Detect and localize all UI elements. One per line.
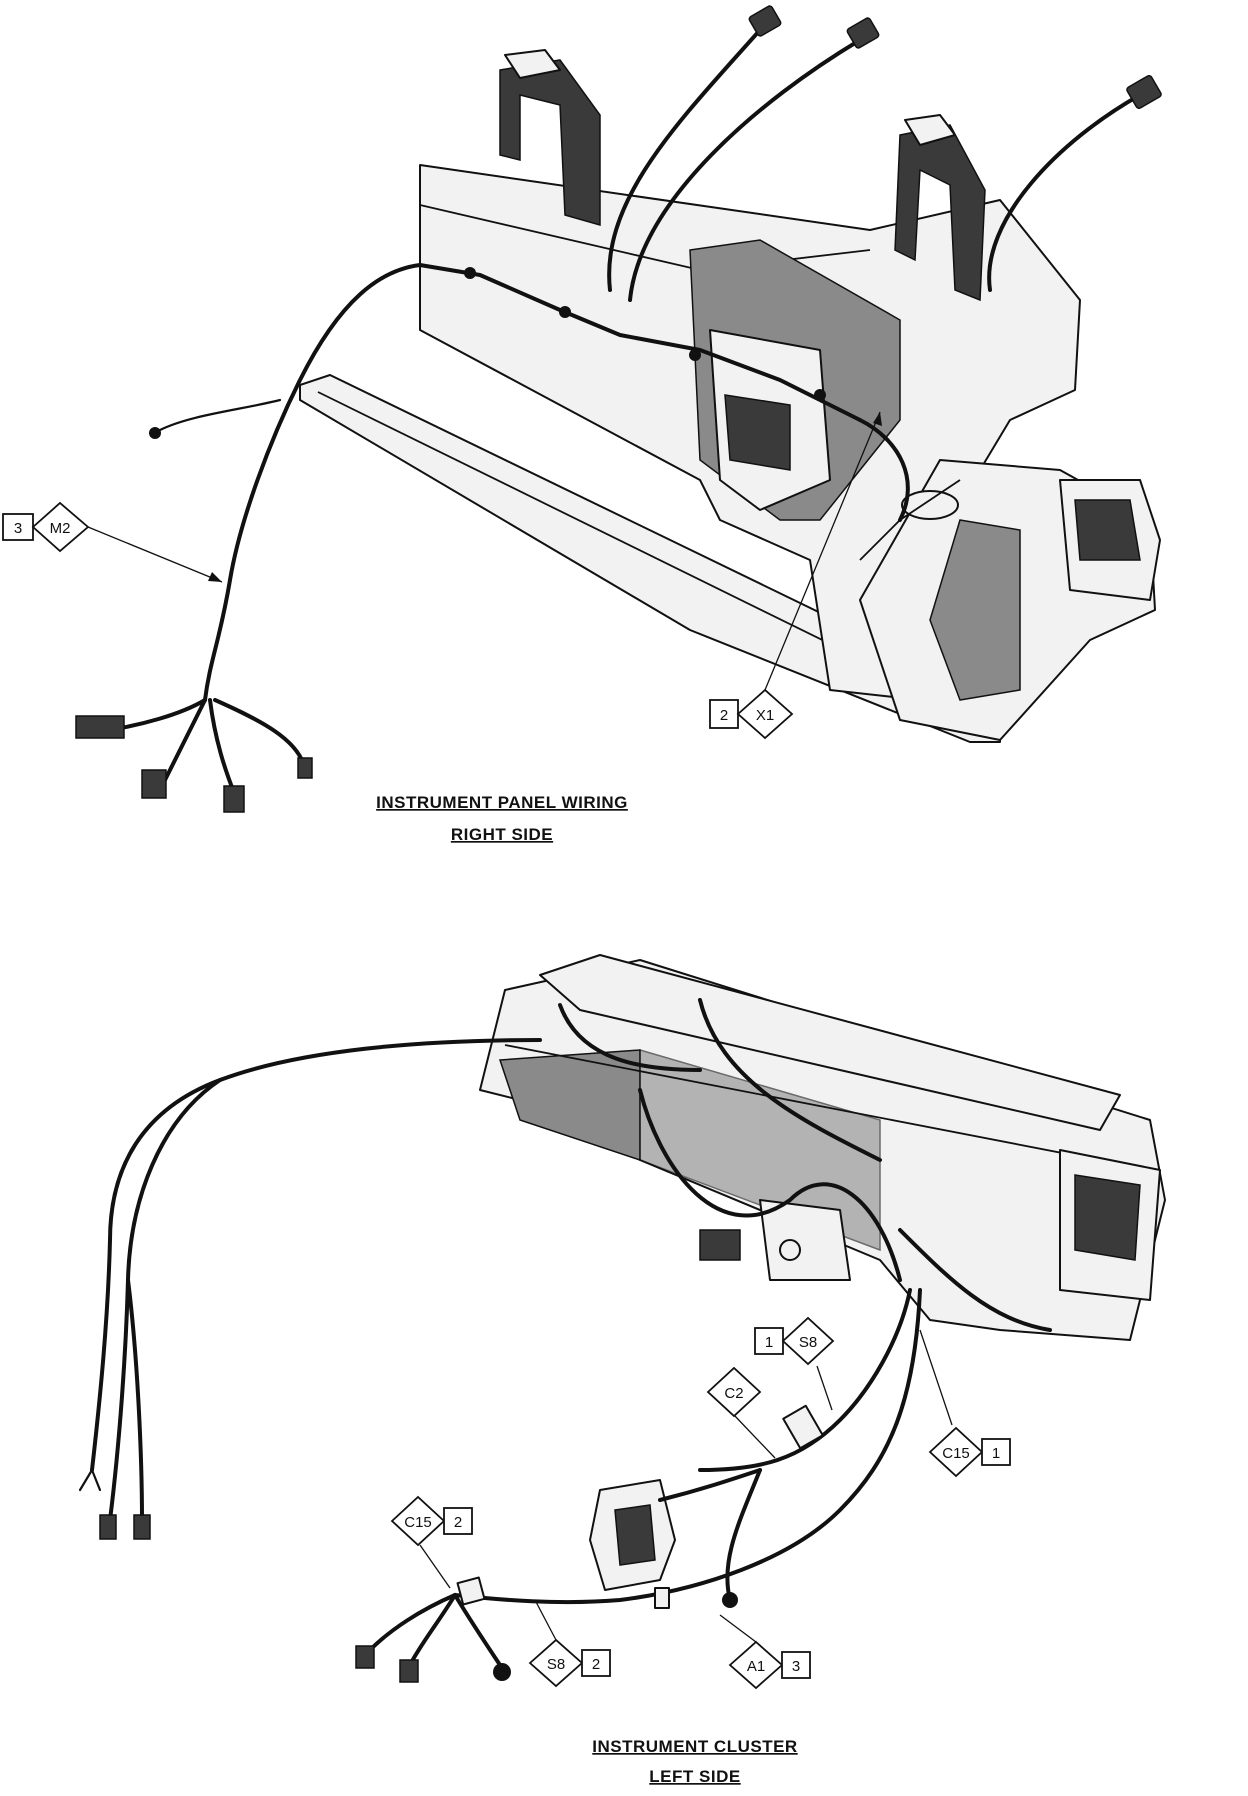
callout-c15-2-number-box	[443, 1507, 473, 1535]
harness-connector-small-3	[297, 757, 313, 779]
callout-x1-diamond	[736, 688, 794, 740]
lower-connector-1	[355, 1645, 375, 1669]
callout-a1-code: A1	[747, 1658, 765, 1675]
harness-connector-top-3	[1126, 74, 1162, 110]
left-upright-bracket	[499, 59, 601, 226]
callout-s8-1-code: S8	[799, 1334, 817, 1351]
callout-c15-2-number: 2	[454, 1514, 462, 1531]
cluster-lower-harness	[698, 1288, 912, 1472]
callout-c15-1-number-box	[981, 1438, 1011, 1466]
callout-a1: A1 3	[719, 1614, 811, 1690]
callout-c15-1: C15 1	[919, 1329, 1011, 1478]
instrument-panel-illustration	[75, 5, 1162, 813]
callout-c15-1-number: 1	[992, 1445, 1000, 1462]
callout-s8-2-code: S8	[547, 1656, 565, 1673]
harness-end-connector-1	[99, 1514, 117, 1540]
harness-connector-top-1	[748, 5, 782, 37]
callout-m2-diamond	[31, 501, 90, 553]
callout-a1-number-box	[781, 1651, 811, 1679]
instrument-cluster-illustration	[78, 954, 1166, 1683]
ground-eyelet	[149, 427, 161, 439]
blower-motor	[901, 490, 959, 520]
callout-a1-number: 3	[792, 1658, 800, 1675]
caption-bottom-line2: LEFT SIDE	[649, 1767, 740, 1786]
lower-ground-eyelet	[493, 1663, 511, 1681]
callout-c15-2-code: C15	[404, 1514, 432, 1531]
callout-c15-2: C15 2	[390, 1495, 473, 1589]
callout-m2-number: 3	[14, 520, 22, 537]
callout-m2: 3 M2	[2, 501, 223, 583]
callout-s8-2-number-box	[581, 1649, 611, 1677]
callout-c2-code: C2	[724, 1385, 743, 1402]
callout-x1-number: 2	[720, 707, 728, 724]
harness-connector-small-1	[141, 769, 167, 799]
callout-m2-code: M2	[50, 520, 71, 537]
caption-bottom-line1: INSTRUMENT CLUSTER	[592, 1737, 797, 1756]
harness-connector-small-2	[223, 785, 245, 813]
callout-x1-code: X1	[756, 707, 774, 724]
caption-top-line2: RIGHT SIDE	[451, 825, 553, 844]
callout-s8-2: S8 2	[528, 1599, 611, 1688]
harness-connector-top-2	[846, 17, 880, 49]
callout-c2: C2	[706, 1366, 776, 1459]
callout-s8-1: 1 S8	[754, 1316, 835, 1411]
panel-wiring-harness	[203, 263, 422, 702]
callout-c2-diamond	[706, 1366, 762, 1418]
callout-s8-2-number: 2	[592, 1656, 600, 1673]
callout-c15-1-code: C15	[942, 1445, 970, 1462]
harness-connector-multi	[75, 715, 125, 739]
harness-end-connector-2	[133, 1514, 151, 1540]
caption-top-line1: INSTRUMENT PANEL WIRING	[376, 793, 628, 812]
cluster-top-rail	[539, 954, 1121, 1131]
right-upright-bracket	[894, 124, 986, 302]
callout-s8-1-diamond	[781, 1316, 835, 1366]
cluster-long-harness	[90, 1038, 542, 1472]
callout-x1: 2 X1	[709, 411, 882, 740]
lower-connector-2	[399, 1659, 419, 1683]
callout-s8-1-number-box	[754, 1327, 784, 1355]
callout-s8-1-number: 1	[765, 1334, 773, 1351]
